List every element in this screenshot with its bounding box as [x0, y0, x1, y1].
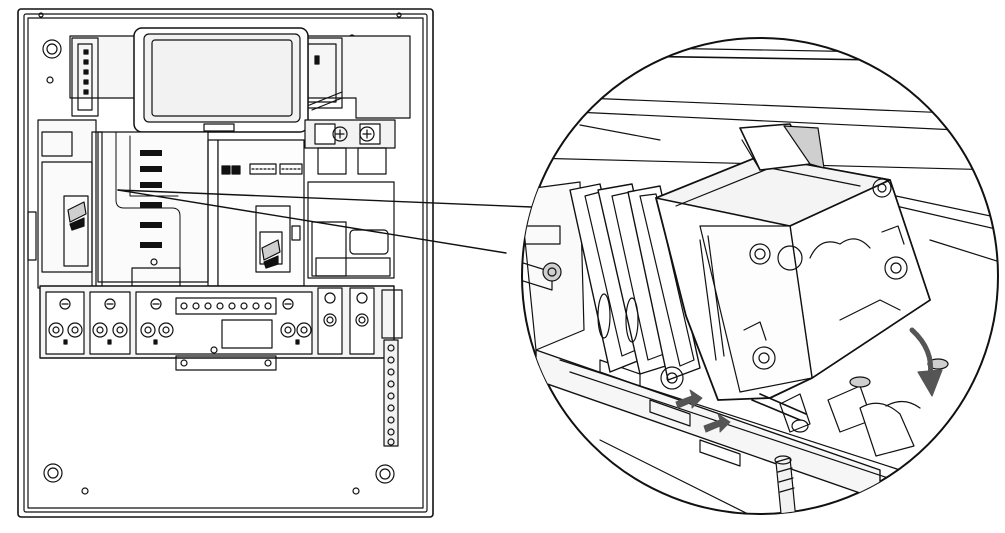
screw-icon — [43, 463, 63, 483]
callout-arrows — [675, 327, 943, 433]
terminal-group — [45, 291, 85, 355]
small-screw-icon — [150, 258, 158, 266]
mounting-hole-icon — [352, 487, 360, 495]
mounting-hole-icon — [38, 12, 44, 18]
screw-icon — [42, 39, 62, 59]
top-terminal-block — [304, 119, 396, 175]
circuit-board — [217, 139, 305, 287]
mounting-hole-icon — [81, 487, 89, 495]
right-arrow-icon — [703, 413, 731, 433]
screw-post-icon — [774, 455, 797, 514]
terminal-group — [317, 287, 375, 355]
ground-bar — [381, 289, 403, 447]
small-screw-icon — [210, 346, 218, 354]
terminal-screw-icon — [359, 126, 375, 142]
small-screw-icon — [46, 76, 54, 84]
terminal-group — [89, 291, 131, 355]
breaker-toggle-icon — [739, 123, 825, 171]
display-module — [133, 27, 309, 133]
right-compartment — [307, 181, 395, 279]
neutral-bar — [135, 291, 313, 355]
mounting-hole-icon — [396, 12, 402, 18]
left-side-bracket — [27, 119, 97, 289]
lower-terminal-rail — [39, 285, 395, 371]
screw-icon — [375, 464, 395, 484]
rail-clip — [751, 385, 921, 457]
detail-magnifier — [521, 37, 999, 515]
right-arrow-icon — [675, 389, 703, 409]
circuit-breaker — [655, 123, 931, 401]
curved-down-arrow-icon — [909, 327, 943, 397]
busbar-plates — [91, 131, 219, 289]
callout-leader — [117, 189, 533, 254]
panel-enclosure — [17, 8, 434, 518]
terminal-screw-icon — [332, 126, 348, 142]
